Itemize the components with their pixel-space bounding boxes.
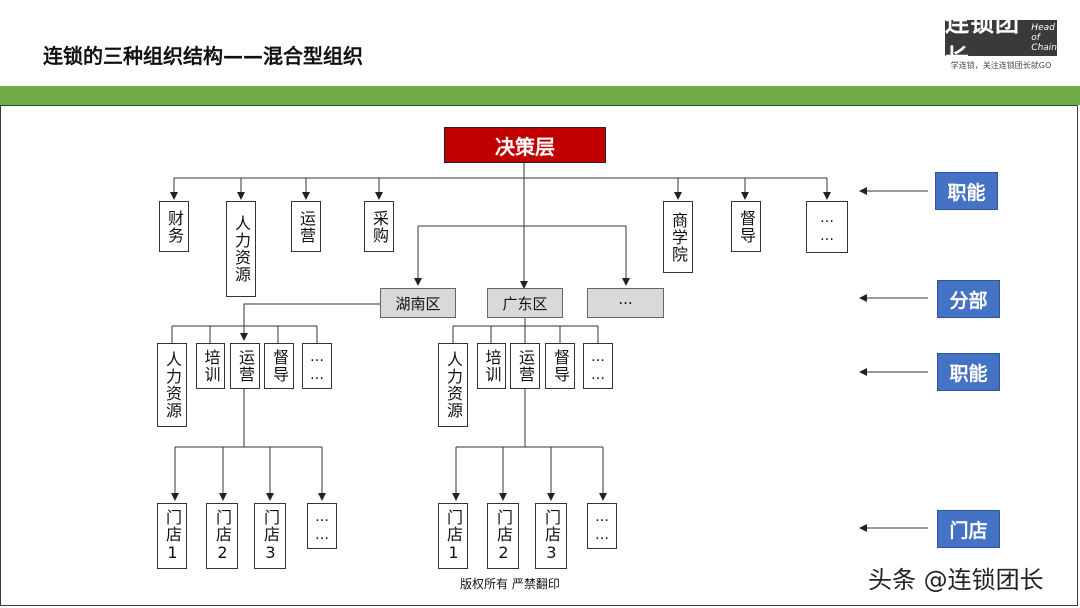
tag-functions-regional: 职能 [937,353,1000,391]
store-1-box: 门店1 [438,503,468,569]
region-more-box: ··· [587,288,664,318]
tag-functions: 职能 [935,172,998,210]
region-guangdong-box: 广东区 [487,288,563,318]
store-1-box: 门店1 [157,503,187,569]
logo-subtext: Head of Chain [1031,23,1058,53]
tag-branches: 分部 [937,280,1000,318]
store-3-box: 门店3 [535,503,567,569]
region-function-hr-box: 人力资源 [157,343,187,427]
store-2-box: 门店2 [487,503,519,569]
region-function-supervision-box: 督导 [545,343,575,389]
function-finance-box: 财务 [159,201,189,252]
logo-text: 连锁团长 [945,9,1020,72]
store-more-box: …… [307,503,337,549]
store-2-box: 门店2 [206,503,238,569]
store-more-box: …… [587,503,617,549]
tag-stores: 门店 [937,510,1000,548]
function-business-school-box: 商学院 [663,201,693,273]
region-function-operations-box: 运营 [230,343,260,389]
region-function-supervision-box: 督导 [264,343,294,389]
decision-layer-box: 决策层 [444,127,606,163]
region-function-hr-box: 人力资源 [438,343,468,427]
brand-logo: 连锁团长 Head of Chain [945,9,1058,72]
function-operations-box: 运营 [291,201,321,252]
copyright-text: 版权所有 严禁翻印 [460,577,560,591]
region-function-more-box: …… [583,343,613,389]
function-more-box: …… [806,201,848,253]
page-title: 连锁的三种组织结构——混合型组织 [43,44,363,68]
watermark-text: 头条 @连锁团长 [868,566,1044,594]
region-hunan-box: 湖南区 [380,288,456,318]
function-supervision-box: 督导 [731,201,761,252]
accent-band [0,86,1080,105]
slide-frame [0,105,1078,606]
region-function-training-box: 培训 [477,343,506,389]
region-function-training-box: 培训 [196,343,225,389]
region-function-more-box: …… [302,343,332,389]
region-function-operations-box: 运营 [510,343,540,389]
function-hr-box: 人力资源 [226,201,256,297]
function-purchasing-box: 采购 [364,201,394,252]
logo-tagline: 学连锁，关注连锁团长就GO [950,61,1052,70]
store-3-box: 门店3 [254,503,286,569]
